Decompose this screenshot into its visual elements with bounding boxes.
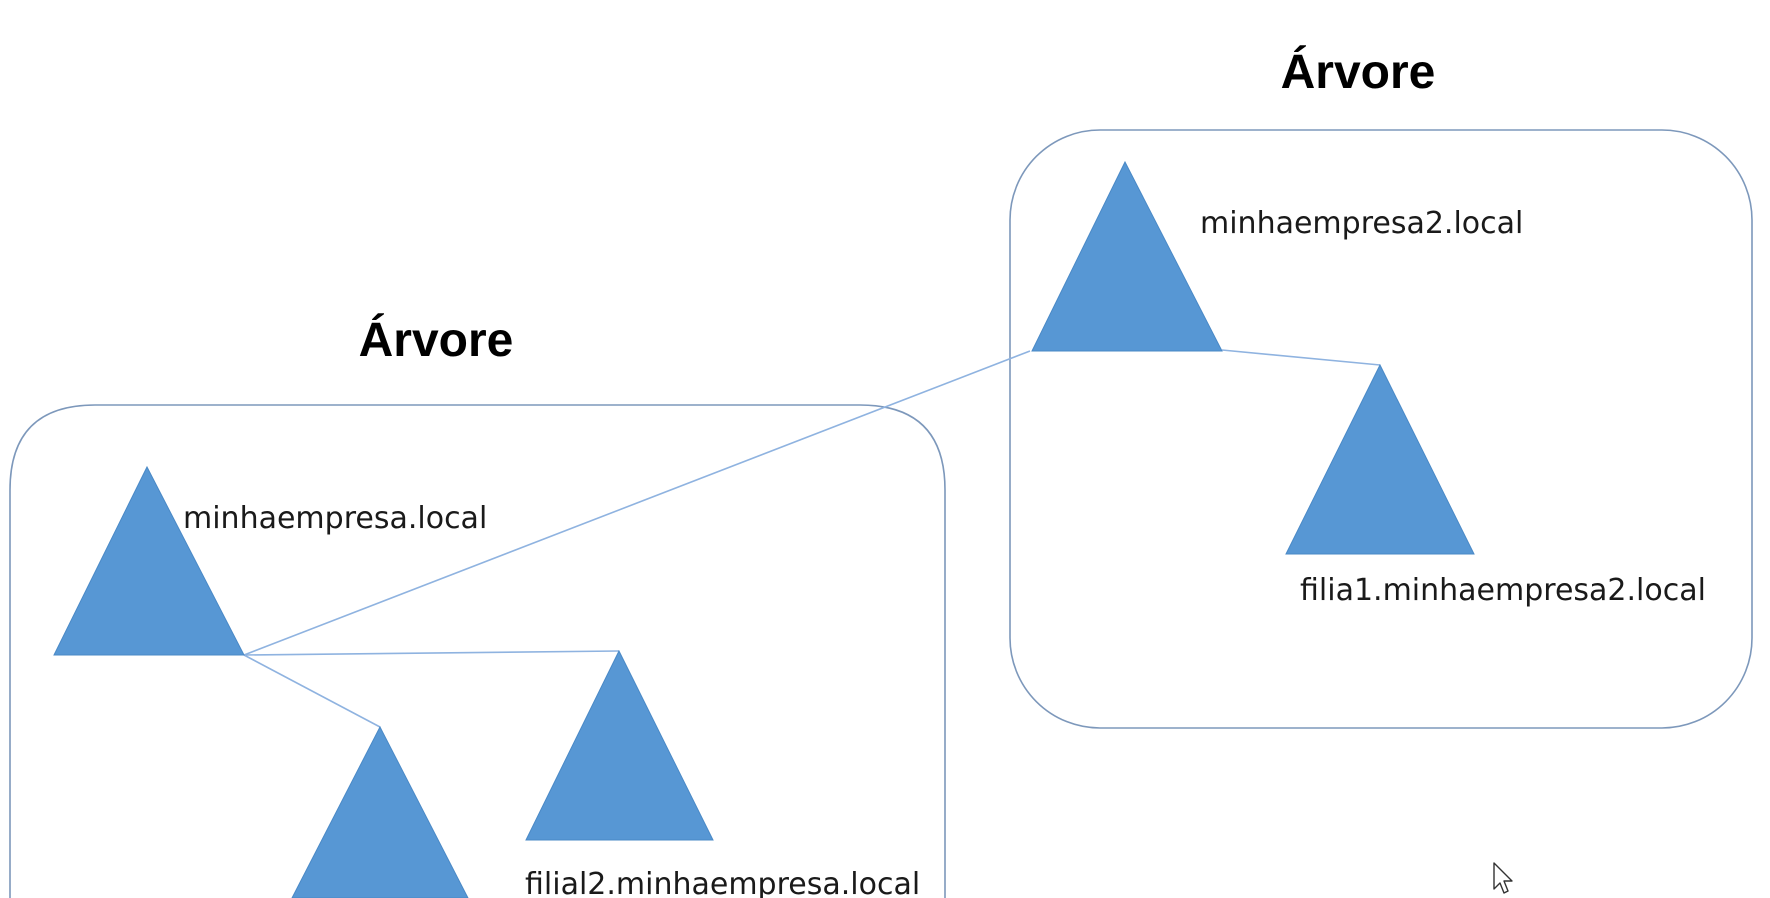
label-minhaempresa-local: minhaempresa.local [183,501,487,536]
domain-filia1-minhaempresa2-local [1285,363,1475,555]
domain-filial2-minhaempresa-local [525,649,714,841]
tree-left-boundary [9,404,946,898]
tree-right-title: Árvore [1281,45,1436,99]
link-left-root-to-child [243,654,381,728]
domain-minhaempresa-local [53,465,245,656]
domains [53,160,1475,898]
label-filial2-minhaempresa-local: filial2.minhaempresa.local [525,867,920,898]
mouse-pointer-icon [1493,862,1513,894]
link-right-root-to-filia1 [1221,349,1381,366]
domain-labels: minhaempresa.local filial2.minhaempresa.… [183,206,1706,898]
domain-child-unlabeled [291,725,469,898]
label-minhaempresa2-local: minhaempresa2.local [1200,206,1523,241]
domain-minhaempresa2-local [1031,160,1223,352]
link-left-root-to-filial2 [243,650,620,656]
tree-right: Árvore [1009,45,1753,729]
tree-left: Árvore [9,313,946,898]
trust-links [243,349,1381,728]
link-root-to-root [243,350,1031,656]
label-filia1-minhaempresa2-local: filia1.minhaempresa2.local [1300,573,1706,608]
tree-right-boundary [1009,129,1753,729]
tree-left-title: Árvore [359,313,514,367]
